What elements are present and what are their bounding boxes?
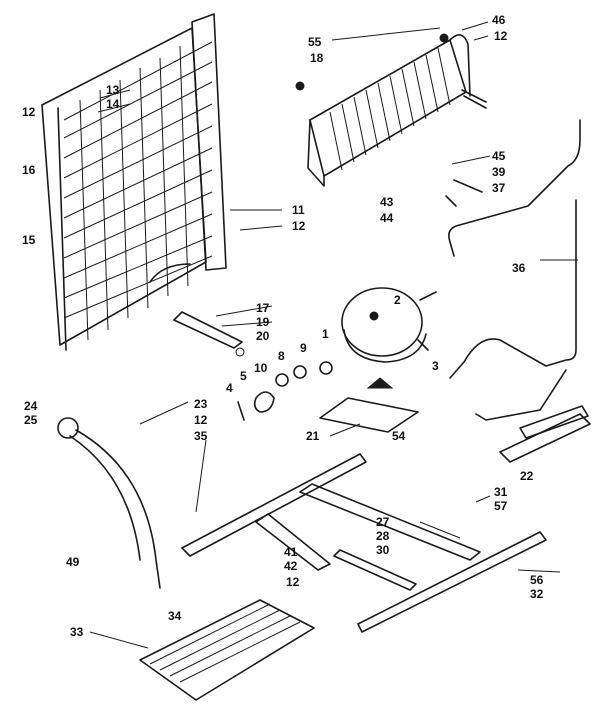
callout-34: 34 — [168, 609, 182, 623]
callout-15: 15 — [22, 233, 36, 247]
callout-4: 4 — [226, 381, 233, 395]
callout-17: 17 — [256, 301, 270, 315]
callout-42: 42 — [284, 559, 298, 573]
callout-55: 55 — [308, 35, 322, 49]
callout-21: 21 — [306, 429, 320, 443]
callout-56: 56 — [530, 573, 544, 587]
callout-46: 46 — [492, 13, 506, 27]
callout-24: 24 — [24, 399, 38, 413]
callout-39: 39 — [492, 165, 506, 179]
callout-3: 3 — [432, 359, 439, 373]
relay-parts — [173, 311, 333, 421]
callout-54: 54 — [392, 429, 406, 443]
callout-8: 8 — [278, 349, 285, 363]
condenser-coil — [41, 13, 227, 351]
callout-16: 16 — [22, 163, 36, 177]
callout-1: 1 — [322, 327, 329, 341]
callout-13: 13 — [106, 83, 120, 97]
callout-22: 22 — [520, 469, 534, 483]
callout-12: 12 — [194, 413, 208, 427]
callout-9: 9 — [300, 341, 307, 355]
callout-5: 5 — [240, 369, 247, 383]
callout-25: 25 — [24, 413, 38, 427]
callout-33: 33 — [70, 625, 84, 639]
leader-lines — [89, 21, 578, 649]
evaporator-coil — [295, 33, 487, 187]
compressor — [341, 287, 437, 389]
callout-44: 44 — [380, 211, 394, 225]
callout-27: 27 — [376, 515, 390, 529]
callout-2: 2 — [394, 293, 401, 307]
callout-32: 32 — [530, 587, 544, 601]
callout-49: 49 — [66, 555, 80, 569]
callout-35: 35 — [194, 429, 208, 443]
callout-10: 10 — [254, 361, 268, 375]
callout-30: 30 — [376, 543, 390, 557]
callout-36: 36 — [512, 261, 526, 275]
callout-37: 37 — [492, 181, 506, 195]
callout-18: 18 — [310, 51, 324, 65]
callout-41: 41 — [284, 545, 298, 559]
callout-12: 12 — [22, 105, 36, 119]
callout-20: 20 — [256, 329, 270, 343]
callout-43: 43 — [380, 195, 394, 209]
tubing — [445, 119, 581, 421]
callout-31: 31 — [494, 485, 508, 499]
callout-28: 28 — [376, 529, 390, 543]
callout-19: 19 — [256, 315, 270, 329]
callout-45: 45 — [492, 149, 506, 163]
base-frame — [181, 397, 591, 633]
callout-12: 12 — [292, 219, 306, 233]
callout-12: 12 — [494, 29, 508, 43]
callout-14: 14 — [106, 97, 120, 111]
callout-23: 23 — [194, 397, 208, 411]
callout-11: 11 — [292, 203, 305, 217]
callout-labels: 55 18 46 12 13 14 12 16 15 11 12 45 39 3… — [22, 13, 544, 639]
wire-harness — [57, 417, 315, 701]
callout-12: 12 — [286, 575, 300, 589]
callout-57: 57 — [494, 499, 508, 513]
